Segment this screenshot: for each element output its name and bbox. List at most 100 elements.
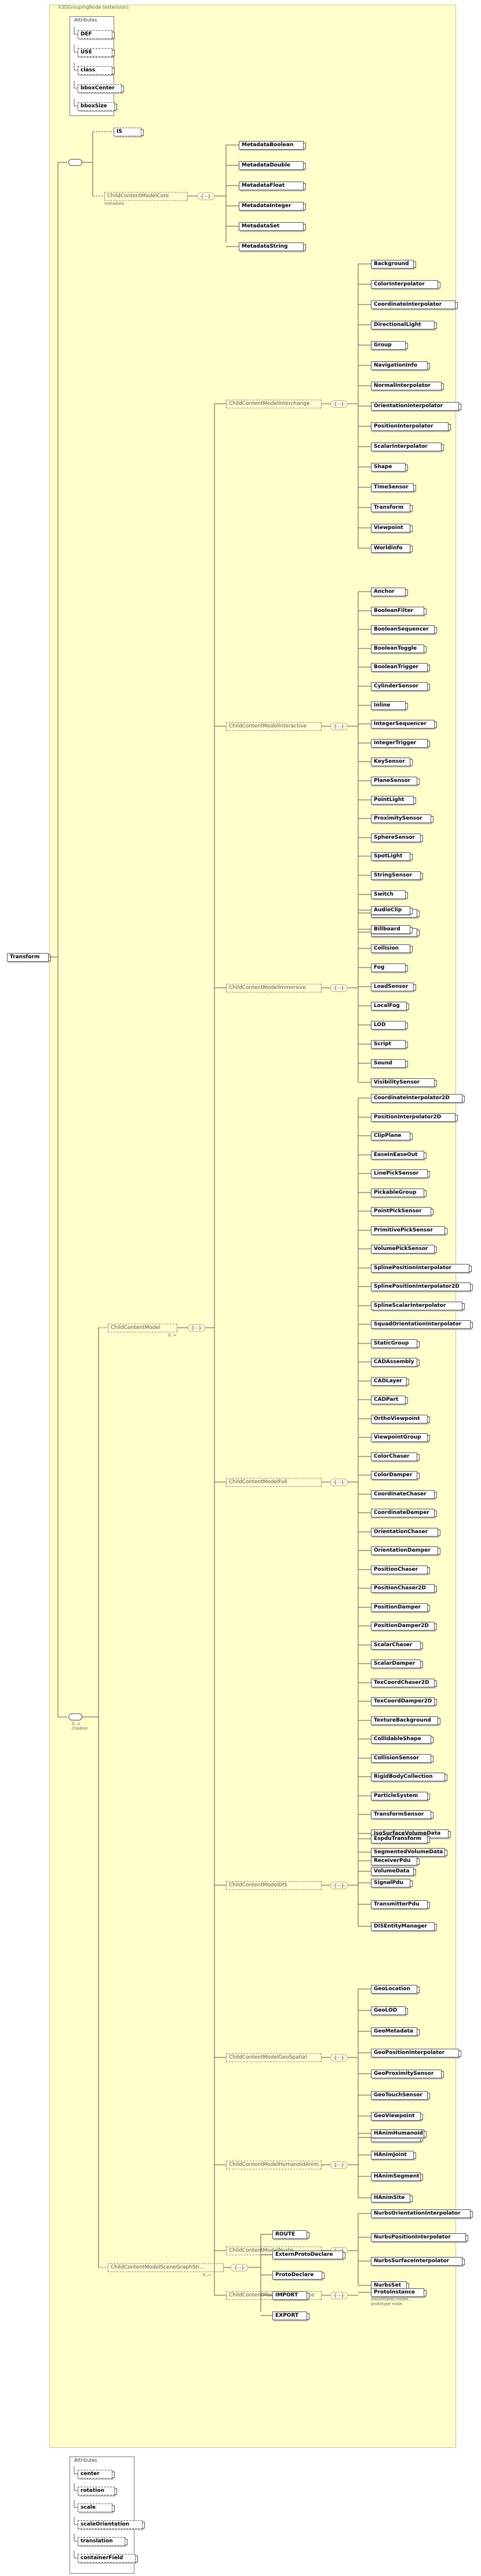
item-3-18[interactable]: ViewpointGroup xyxy=(371,1433,428,1442)
item-2-7[interactable]: Script xyxy=(371,1040,406,1049)
item-3-31[interactable]: TexCoordChaser2D xyxy=(371,1679,435,1687)
item-0-14[interactable]: WorldInfo xyxy=(371,544,410,553)
item-3-4[interactable]: LinePickSensor xyxy=(371,1169,428,1178)
item-5-3[interactable]: GeoPositionInterpolator xyxy=(371,2049,459,2057)
item-6-0[interactable]: HAnimHumanoid xyxy=(371,2129,424,2138)
item-0-9[interactable]: ScalarInterpolator xyxy=(371,443,442,451)
attr-def[interactable]: DEF xyxy=(78,30,112,39)
item-5-0[interactable]: GeoLocation xyxy=(371,1985,417,1994)
item-3-5[interactable]: PickableGroup xyxy=(371,1189,424,1197)
item-3-20[interactable]: ColorDamper xyxy=(371,1471,417,1480)
item-4-4[interactable]: DISEntityManager xyxy=(371,1922,435,1931)
item-1-16[interactable]: Switch xyxy=(371,890,406,899)
item-3-14[interactable]: CADAssembly xyxy=(371,1358,417,1367)
item-1-1[interactable]: BooleanFilter xyxy=(371,607,424,615)
item-1-11[interactable]: PointLight xyxy=(371,796,414,805)
item-3-33[interactable]: TextureBackground xyxy=(371,1716,438,1725)
item-3-7[interactable]: PrimitivePickSensor xyxy=(371,1226,445,1235)
item-1-10[interactable]: PlaneSensor xyxy=(371,777,417,785)
item-3-25[interactable]: PositionChaser xyxy=(371,1566,428,1574)
item-1-15[interactable]: StringSensor xyxy=(371,871,421,880)
battr-rotation[interactable]: rotation xyxy=(78,2487,115,2495)
meta-metadatafloat[interactable]: MetadataFloat xyxy=(239,182,304,190)
item-1-2[interactable]: BooleanSequencer xyxy=(371,625,435,634)
item-3-2[interactable]: ClipPlane xyxy=(371,1132,410,1140)
item-2-4[interactable]: LoadSensor xyxy=(371,983,414,991)
item-0-3[interactable]: DirectionalLight xyxy=(371,321,435,329)
attr-class[interactable]: class xyxy=(78,66,112,75)
battr-scaleorientation[interactable]: scaleOrientation xyxy=(78,2520,143,2529)
scene-import[interactable]: IMPORT xyxy=(272,2291,307,2300)
battr-translation[interactable]: translation xyxy=(78,2537,125,2546)
item-2-1[interactable]: Billboard xyxy=(371,925,410,934)
item-1-5[interactable]: CylinderSensor xyxy=(371,682,428,691)
battr-containerfield[interactable]: containerField xyxy=(78,2554,136,2563)
item-0-1[interactable]: ColorInterpolator xyxy=(371,280,438,289)
item-3-3[interactable]: EaseInEaseOut xyxy=(371,1151,424,1160)
item-3-37[interactable]: ParticleSystem xyxy=(371,1792,428,1800)
item-3-15[interactable]: CADLayer xyxy=(371,1377,407,1386)
item-1-9[interactable]: KeySensor xyxy=(371,758,410,766)
item-0-0[interactable]: Background xyxy=(371,260,414,269)
item-6-3[interactable]: HAnimSite xyxy=(371,2194,410,2202)
item-5-6[interactable]: GeoViewpoint xyxy=(371,2112,421,2121)
meta-metadataboolean[interactable]: MetadataBoolean xyxy=(239,141,304,150)
item-0-13[interactable]: Viewpoint xyxy=(371,524,410,532)
scene-protodeclare[interactable]: ProtoDeclare xyxy=(272,2271,322,2280)
item-1-12[interactable]: ProximitySensor xyxy=(371,814,431,823)
is-node[interactable]: IS xyxy=(114,128,141,136)
item-5-1[interactable]: GeoLOD xyxy=(371,2006,406,2015)
item-3-28[interactable]: PositionDamper2D xyxy=(371,1622,435,1631)
item-8-0[interactable]: ProtoInstance xyxy=(371,2288,424,2297)
item-1-14[interactable]: SpotLight xyxy=(371,852,410,861)
item-1-3[interactable]: BooleanToggle xyxy=(371,644,424,653)
scene-export[interactable]: EXPORT xyxy=(272,2311,307,2320)
item-0-11[interactable]: TimeSensor xyxy=(371,483,414,492)
item-3-22[interactable]: CoordinateDamper xyxy=(371,1509,435,1517)
root-transform[interactable]: Transform xyxy=(7,953,49,962)
item-0-10[interactable]: Shape xyxy=(371,463,406,472)
item-3-13[interactable]: StaticGroup xyxy=(371,1339,417,1348)
item-3-36[interactable]: RigidBodyCollection xyxy=(371,1773,445,1781)
item-5-5[interactable]: GeoTouchSensor xyxy=(371,2091,428,2100)
item-3-19[interactable]: ColorChaser xyxy=(371,1452,417,1461)
attr-bboxcenter[interactable]: bboxCenter xyxy=(78,84,122,93)
item-4-2[interactable]: SignalPdu xyxy=(371,1879,410,1887)
item-3-34[interactable]: CollidableShape xyxy=(371,1735,431,1744)
item-3-27[interactable]: PositionDamper xyxy=(371,1603,428,1612)
item-3-0[interactable]: CoordinateInterpolator2D xyxy=(371,1094,462,1103)
item-3-11[interactable]: SplineScalarInterpolator xyxy=(371,1302,462,1310)
item-0-2[interactable]: CoordinateInterpolator xyxy=(371,300,456,309)
attr-use[interactable]: USE xyxy=(78,48,112,57)
item-4-0[interactable]: EspduTransform xyxy=(371,1835,428,1843)
meta-metadataset[interactable]: MetadataSet xyxy=(239,222,304,231)
item-7-2[interactable]: NurbsSurfaceInterpolator xyxy=(371,2257,462,2266)
item-0-5[interactable]: NavigationInfo xyxy=(371,361,428,370)
item-0-7[interactable]: OrientationInterpolator xyxy=(371,402,459,411)
item-1-13[interactable]: SphereSensor xyxy=(371,834,421,842)
battr-scale[interactable]: scale xyxy=(78,2503,112,2512)
item-3-40[interactable]: SegmentedVolumeData xyxy=(371,1848,445,1857)
item-6-1[interactable]: HAnimJoint xyxy=(371,2151,414,2160)
item-3-17[interactable]: OrthoViewpoint xyxy=(371,1415,428,1423)
item-2-3[interactable]: Fog xyxy=(371,963,406,972)
item-0-4[interactable]: Group xyxy=(371,341,406,350)
item-2-2[interactable]: Collision xyxy=(371,944,410,953)
item-3-23[interactable]: OrientationChaser xyxy=(371,1528,438,1537)
item-0-6[interactable]: NormalInterpolator xyxy=(371,382,442,390)
item-1-8[interactable]: IntegerTrigger xyxy=(371,739,428,748)
item-0-8[interactable]: PositionInterpolator xyxy=(371,422,449,431)
item-3-12[interactable]: SquadOrientationInterpolator xyxy=(371,1320,471,1329)
meta-metadatainteger[interactable]: MetadataInteger xyxy=(239,202,304,211)
item-3-21[interactable]: CoordinateChaser xyxy=(371,1490,435,1499)
item-1-7[interactable]: IntegerSequencer xyxy=(371,720,435,729)
item-2-8[interactable]: Sound xyxy=(371,1059,406,1068)
item-5-2[interactable]: GeoMetadata xyxy=(371,2027,417,2036)
item-4-3[interactable]: TransmitterPdu xyxy=(371,1900,428,1909)
item-3-30[interactable]: ScalarDamper xyxy=(371,1660,421,1668)
item-3-26[interactable]: PositionChaser2D xyxy=(371,1584,435,1593)
item-3-41[interactable]: VolumeData xyxy=(371,1867,414,1876)
item-3-38[interactable]: TransformSensor xyxy=(371,1810,431,1819)
item-5-4[interactable]: GeoProximitySensor xyxy=(371,2070,442,2078)
item-1-4[interactable]: BooleanTrigger xyxy=(371,663,428,672)
